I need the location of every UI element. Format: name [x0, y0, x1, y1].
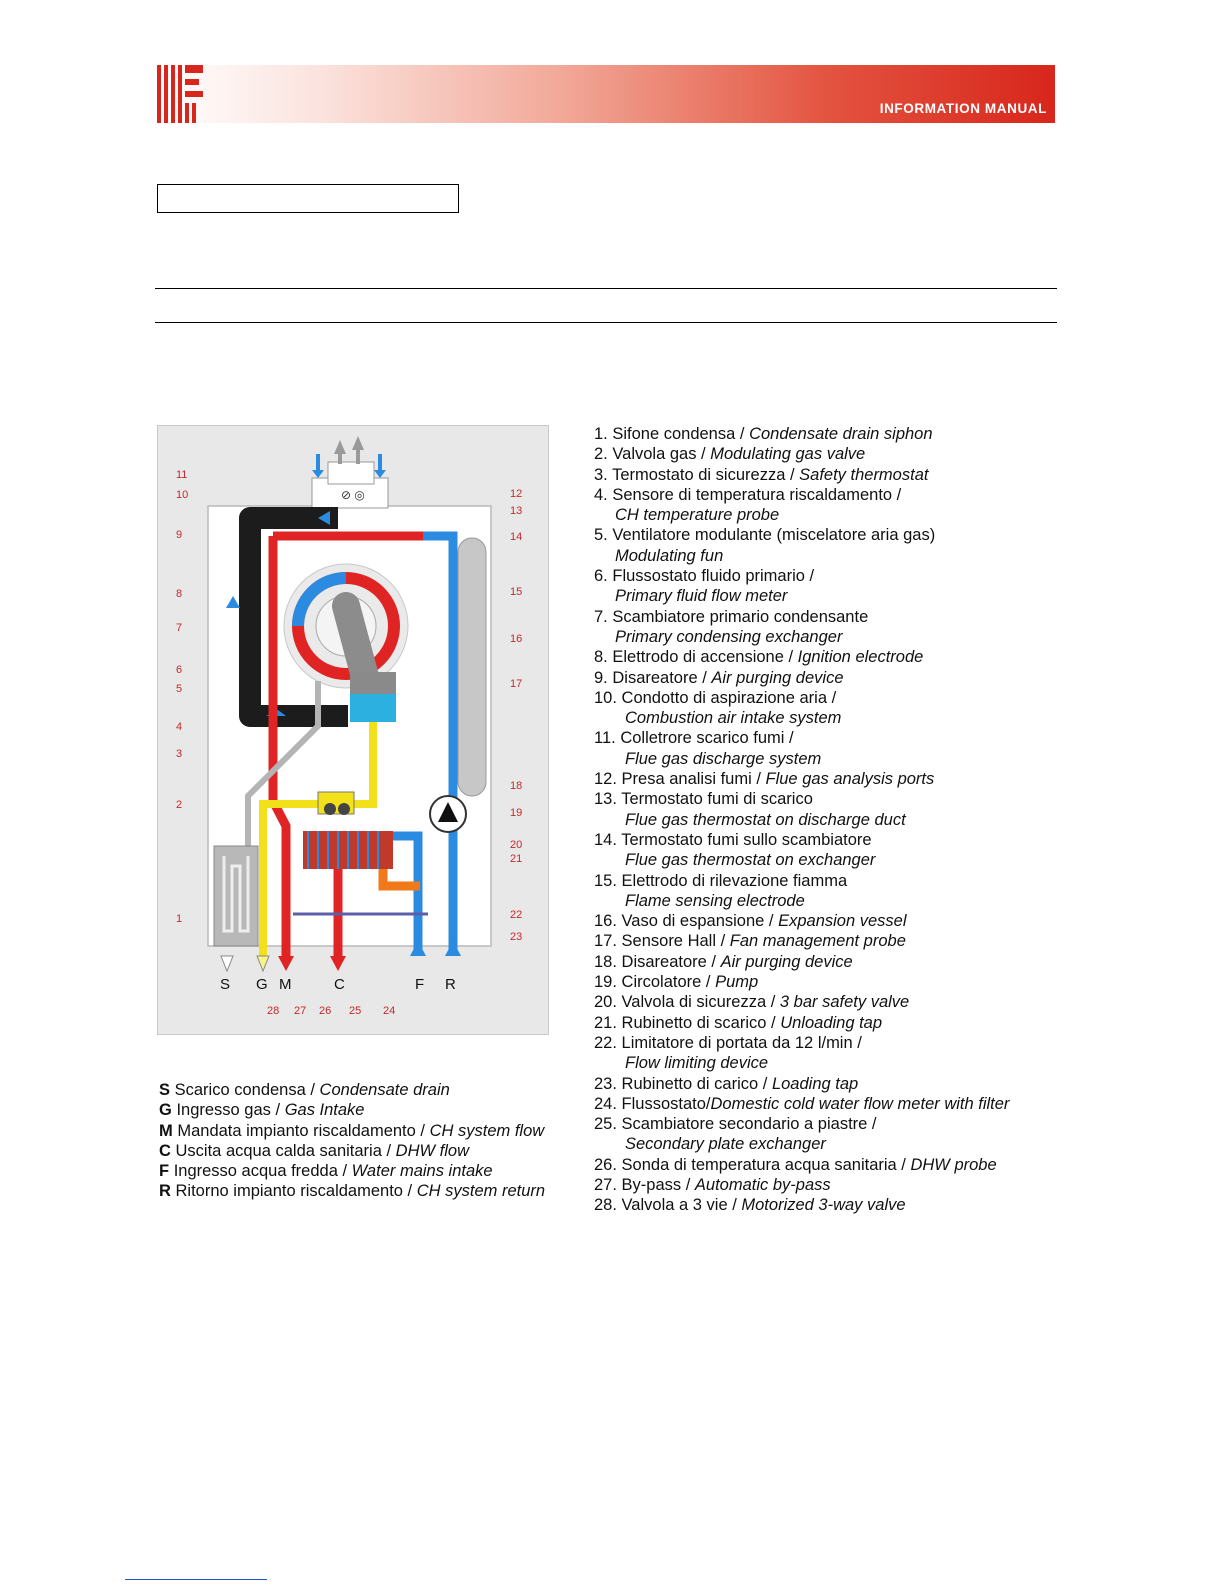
- legend-item: G Ingresso gas / Gas Intake: [159, 1101, 365, 1120]
- parts-list-line: 9. Disareatore / Air purging device: [594, 668, 844, 687]
- boiler-diagram: ⊘ ◎: [157, 425, 549, 1035]
- diagram-label: 2: [176, 799, 183, 811]
- diagram-label: 27: [294, 1005, 307, 1017]
- parts-list-line: 26. Sonda di temperatura acqua sanitaria…: [594, 1155, 997, 1174]
- diagram-label: 20: [510, 839, 523, 851]
- parts-list-line: Flue gas thermostat on exchanger: [625, 851, 876, 870]
- parts-list-line: 20. Valvola di sicurezza / 3 bar safety …: [594, 993, 910, 1012]
- diagram-label: 24: [383, 1005, 396, 1017]
- parts-list-line: 6. Flussostato fluido primario /: [594, 567, 815, 586]
- parts-list-line: 11. Colletrore scarico fumi /: [594, 729, 794, 748]
- parts-list-line: 13. Termostato fumi di scarico: [594, 790, 813, 809]
- parts-list-line: 1. Sifone condensa / Condensate drain si…: [594, 425, 933, 443]
- diagram-label: 5: [176, 683, 183, 695]
- parts-list-line: Flow limiting device: [625, 1054, 769, 1073]
- diagram-label: 26: [319, 1005, 332, 1017]
- port-label: F: [415, 976, 425, 993]
- parts-list-line: Flame sensing electrode: [625, 891, 805, 910]
- port-label: C: [334, 976, 345, 993]
- diagram-label: 17: [510, 678, 523, 690]
- diagram-label: 23: [510, 931, 523, 943]
- boiler-schematic: ⊘ ◎: [207, 436, 492, 973]
- diagram-label: 25: [349, 1005, 362, 1017]
- svg-text:⊘ ◎: ⊘ ◎: [341, 488, 365, 502]
- diagram-label: 13: [510, 505, 523, 517]
- parts-list-line: 2. Valvola gas / Modulating gas valve: [594, 445, 866, 464]
- parts-list: 1. Sifone condensa / Condensate drain si…: [594, 424, 1064, 1216]
- legend-item: C Uscita acqua calda sanitaria / DHW flo…: [159, 1141, 469, 1160]
- diagram-label: 28: [267, 1005, 280, 1017]
- parts-list-line: Flue gas discharge system: [625, 749, 822, 768]
- divider-bottom: [155, 322, 1057, 323]
- parts-list-line: 28. Valvola a 3 vie / Motorized 3-way va…: [594, 1196, 906, 1215]
- port-label: G: [256, 976, 268, 993]
- diagram-label: 7: [176, 622, 183, 634]
- legend-item: F Ingresso acqua fredda / Water mains in…: [159, 1162, 493, 1181]
- diagram-label: 15: [510, 586, 523, 598]
- diagram-label: 21: [510, 853, 523, 865]
- parts-list-line: 25. Scambiatore secondario a piastre /: [594, 1115, 877, 1134]
- parts-list-line: 19. Circolatore / Pump: [594, 973, 759, 992]
- diagram-label: 10: [176, 489, 189, 501]
- diagram-label: 22: [510, 909, 523, 921]
- parts-list-line: 18. Disareatore / Air purging device: [594, 952, 853, 971]
- parts-list-line: 12. Presa analisi fumi / Flue gas analys…: [594, 770, 935, 789]
- parts-list-line: 14. Termostato fumi sullo scambiatore: [594, 830, 872, 849]
- legend-item: R Ritorno impianto riscaldamento / CH sy…: [159, 1182, 546, 1201]
- parts-list-line: 15. Elettrodo di rilevazione fiamma: [594, 871, 848, 890]
- parts-list-line: 8. Elettrodo di accensione / Ignition el…: [594, 648, 924, 667]
- parts-list-line: 23. Rubinetto di carico / Loading tap: [594, 1074, 859, 1093]
- port-label: R: [445, 976, 456, 993]
- diagram-label: 19: [510, 807, 523, 819]
- parts-list-line: Combustion air intake system: [625, 709, 842, 728]
- parts-list-line: Primary condensing exchanger: [615, 627, 843, 646]
- title-box: [157, 184, 459, 213]
- diagram-label: 9: [176, 529, 183, 541]
- brand-logo-icon: [157, 65, 203, 123]
- diagram-label: 14: [510, 531, 523, 543]
- port-label: S: [220, 976, 231, 993]
- diagram-label: 3: [176, 748, 183, 760]
- diagram-label: 6: [176, 664, 183, 676]
- parts-list-line: 7. Scambiatore primario condensante: [594, 607, 869, 626]
- diagram-label: 18: [510, 780, 523, 792]
- parts-list-line: 27. By-pass / Automatic by-pass: [594, 1175, 831, 1194]
- footer-link-underline: [125, 1579, 267, 1580]
- header-band: INFORMATION MANUAL: [157, 65, 1055, 123]
- diagram-label: 4: [176, 721, 183, 733]
- port-label: M: [279, 976, 292, 993]
- parts-list-line: Secondary plate exchanger: [625, 1135, 826, 1154]
- parts-list-line: 24. Flussostato/Domestic cold water flow…: [594, 1094, 1010, 1113]
- parts-list-line: CH temperature probe: [615, 506, 780, 525]
- legend-item: M Mandata impianto riscaldamento / CH sy…: [159, 1121, 545, 1140]
- diagram-label: 11: [176, 469, 188, 481]
- header-title: INFORMATION MANUAL: [879, 101, 1047, 116]
- parts-list-line: 4. Sensore di temperatura riscaldamento …: [594, 485, 902, 504]
- divider-top: [155, 288, 1057, 289]
- legend-item: S Scarico condensa / Condensate drain: [159, 1081, 450, 1099]
- parts-list-line: 22. Limitatore di portata da 12 l/min /: [594, 1033, 862, 1052]
- diagram-label: 12: [510, 488, 523, 500]
- parts-list-line: 10. Condotto di aspirazione aria /: [594, 688, 837, 707]
- diagram-label: 1: [176, 913, 183, 925]
- parts-list-line: 3. Termostato di sicurezza / Safety ther…: [594, 465, 929, 484]
- connection-legend: S Scarico condensa / Condensate drain G …: [159, 1080, 589, 1202]
- diagram-label: 8: [176, 588, 183, 600]
- parts-list-line: 5. Ventilatore modulante (miscelatore ar…: [594, 526, 936, 545]
- diagram-label: 16: [510, 633, 523, 645]
- parts-list-line: Primary fluid flow meter: [615, 587, 788, 606]
- parts-list-line: 21. Rubinetto di scarico / Unloading tap: [594, 1013, 883, 1032]
- parts-list-line: 16. Vaso di espansione / Expansion vesse…: [594, 912, 907, 931]
- parts-list-line: Modulating fun: [615, 546, 724, 565]
- parts-list-line: 17. Sensore Hall / Fan management probe: [594, 932, 906, 951]
- parts-list-line: Flue gas thermostat on discharge duct: [625, 810, 906, 829]
